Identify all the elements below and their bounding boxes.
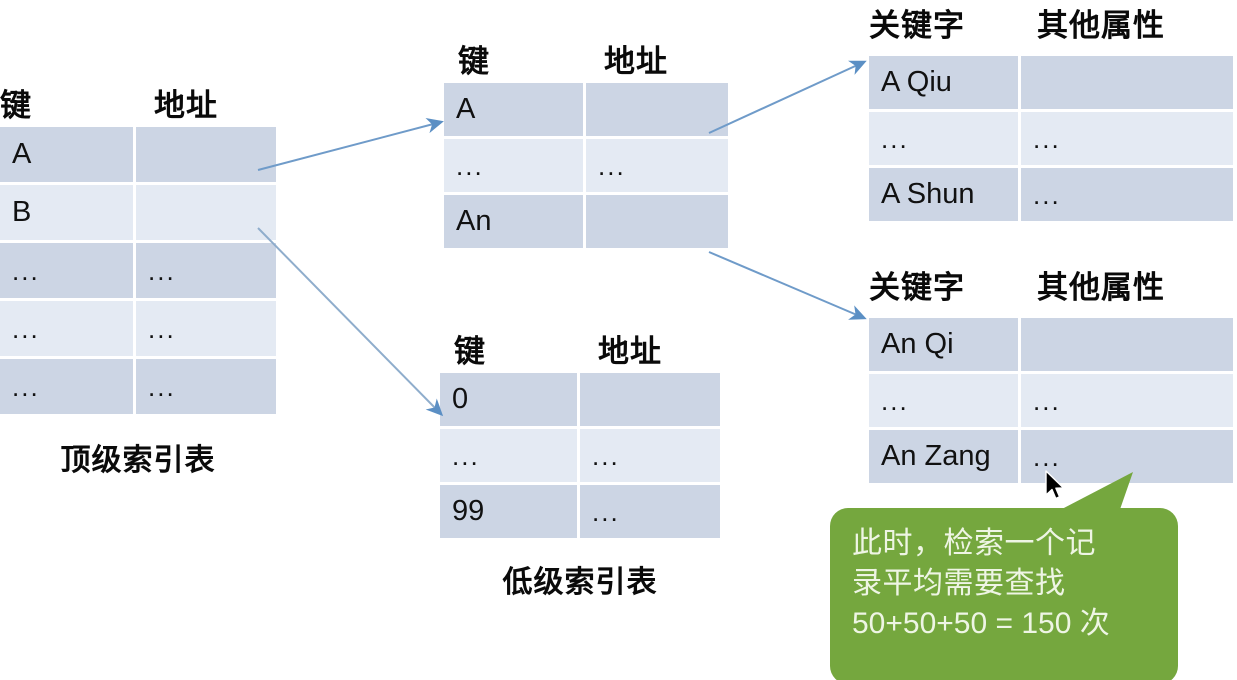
mid-index-letter-body: A ... ... An [444,83,728,248]
data-record-table-a-header-attrs: 其他属性 [1037,7,1165,43]
cell-key: An [444,195,586,248]
cell-address: ... [136,359,276,414]
callout-line-1: 此时，检索一个记 [852,527,1096,560]
data-record-table-an-body: An Qi ... ... An Zang ... [869,318,1233,483]
table-row[interactable]: A [444,83,728,136]
cell-address: ... [136,243,276,298]
top-level-index-table: 键 地址 A B ... ... ... ... ... ... [0,90,276,414]
cell-attrs: ... [1021,112,1233,165]
data-record-table-a-header-keyword: 关键字 [869,7,965,43]
data-record-table-an-header-attrs: 其他属性 [1037,269,1165,305]
top-level-index-table-caption: 顶级索引表 [60,444,216,477]
cell-attrs [1021,318,1233,371]
table-row[interactable]: A Shun ... [869,168,1233,221]
arrow-top-index-b-to-low-index [257,227,444,417]
table-row[interactable]: ... ... [0,243,276,298]
cell-key: B [0,185,136,240]
cell-keyword: An Zang [869,430,1021,483]
data-record-table-an-header-row: 关键字 其他属性 [869,262,1233,312]
arrow-top-index-a-to-mid-index [257,118,444,171]
table-row[interactable]: ... ... [869,112,1233,165]
data-record-table-an: 关键字 其他属性 An Qi ... ... An Zang ... [869,262,1233,483]
low-level-index-table: 键 地址 0 ... ... 99 ... [440,336,720,538]
table-row[interactable]: B [0,185,276,240]
mid-index-letter-header-address: 地址 [604,44,668,79]
table-row[interactable]: ... ... [869,374,1233,427]
cell-attrs: ... [1021,374,1233,427]
mid-index-letter-header-row: 键 地址 [444,46,728,77]
table-row[interactable]: ... ... [0,359,276,414]
mid-index-letter-table: 键 地址 A ... ... An [444,46,728,248]
cell-address [136,185,276,240]
cell-keyword: An Qi [869,318,1021,371]
cell-address [586,195,728,248]
cell-key: ... [444,139,586,192]
top-level-index-body: A B ... ... ... ... ... ... [0,127,276,414]
cell-keyword: ... [869,374,1021,427]
cell-address [136,127,276,182]
cell-attrs [1021,56,1233,109]
mid-index-letter-header-key: 键 [458,44,490,79]
table-row[interactable]: A Qiu [869,56,1233,109]
cell-address [580,373,720,426]
cell-key: ... [0,243,136,298]
data-record-table-a-body: A Qiu ... ... A Shun ... [869,56,1233,221]
arrow-mid-index-an-to-data-table-an [708,251,867,320]
table-row[interactable]: An Zang ... [869,430,1233,483]
table-row[interactable]: 0 [440,373,720,426]
data-record-table-a: 关键字 其他属性 A Qiu ... ... A Shun ... [869,0,1233,221]
cell-key: A [444,83,586,136]
explanation-callout: 此时，检索一个记 录平均需要查找 50+50+50 = 150 次 [830,508,1178,680]
table-row[interactable]: ... ... [444,139,728,192]
cell-key: ... [0,301,136,356]
low-level-index-header-address: 地址 [598,334,662,369]
table-row[interactable]: An [444,195,728,248]
cell-attrs: ... [1021,168,1233,221]
cell-attrs: ... [1021,430,1233,483]
data-record-table-an-header-keyword: 关键字 [869,269,965,305]
top-level-index-header-row: 键 地址 [0,90,276,121]
cell-address [586,83,728,136]
low-level-index-body: 0 ... ... 99 ... [440,373,720,538]
data-record-table-a-header-row: 关键字 其他属性 [869,0,1233,50]
table-row[interactable]: 99 ... [440,485,720,538]
cell-key: ... [440,429,580,482]
low-level-index-header-key: 键 [454,334,486,369]
callout-line-2: 录平均需要查找 [852,567,1066,600]
cell-address: ... [580,485,720,538]
table-row[interactable]: ... ... [440,429,720,482]
cell-key: 99 [440,485,580,538]
cell-address: ... [580,429,720,482]
top-level-index-header-key: 键 [0,88,32,123]
cell-key: 0 [440,373,580,426]
mouse-cursor-icon [1045,470,1065,500]
table-row[interactable]: ... ... [0,301,276,356]
cell-keyword: A Shun [869,168,1021,221]
top-level-index-header-address: 地址 [154,88,218,123]
table-row[interactable]: An Qi [869,318,1233,371]
cell-key: A [0,127,136,182]
table-row[interactable]: A [0,127,276,182]
cell-address: ... [586,139,728,192]
low-level-index-table-caption: 低级索引表 [502,566,658,599]
callout-line-3: 50+50+50 = 150 次 [852,607,1110,640]
cell-key: ... [0,359,136,414]
low-level-index-header-row: 键 地址 [440,336,720,367]
arrow-mid-index-a-to-data-table-a [708,60,867,134]
cell-address: ... [136,301,276,356]
cell-keyword: ... [869,112,1021,165]
cell-keyword: A Qiu [869,56,1021,109]
